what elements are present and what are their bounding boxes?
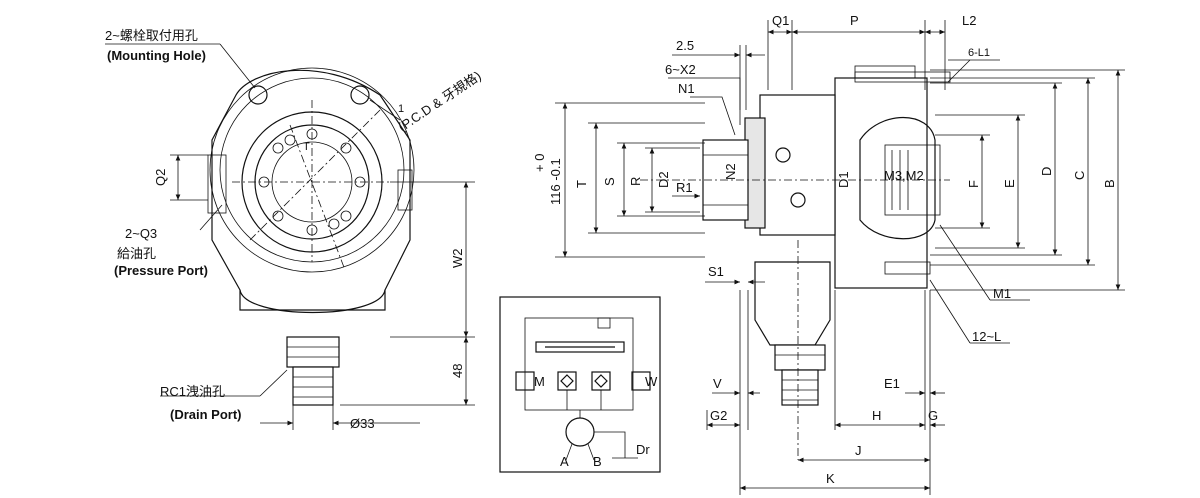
s-label: S [602,177,617,186]
side-view-labels: Q1 P L2 6-L1 2.5 6~X2 N1 N2 + 0 116 -0.1… [532,13,1117,486]
h-label: H [872,408,881,423]
mounting-hole-cn-label: 2~螺栓取付用孔 [105,28,198,43]
t-label: T [574,180,589,188]
pcd-label: (P.C.D & 牙規格) [395,68,483,134]
drain-port-en-label: (Drain Port) [170,407,242,422]
v-label: V [713,376,722,391]
pressure-port-count-label: 2~Q3 [125,226,157,241]
port-b-label: B [593,454,602,469]
tol-lower-label: 116 -0.1 [548,158,563,205]
s1-label: S1 [708,264,724,279]
tol-upper-label: + 0 [532,154,547,172]
circuit-labels: M W A B Dr [534,374,658,469]
k-label: K [826,471,835,486]
dia33-label: Ø33 [350,416,375,431]
front-view [105,43,475,430]
m3-m2-label: M3,M2 [884,168,924,183]
side-view [640,65,951,460]
mounting-hole-en-label: (Mounting Hole) [107,48,206,63]
port-dr-label: Dr [636,442,650,457]
r-label: R [628,177,643,186]
dim-2-5-label: 2.5 [676,38,694,53]
hydraulic-circuit [499,296,661,473]
d-label: D [1039,167,1054,176]
dim-48-label: 48 [450,364,465,378]
d2-label: D2 [656,171,671,188]
n1-label: N1 [678,81,695,96]
pressure-port-cn-label: 給油孔 [117,246,156,261]
p-label: P [850,13,859,28]
w2-label: W2 [450,249,465,269]
f-label: F [966,180,981,188]
q2-label: Q2 [153,169,168,186]
g-label: G [928,408,938,423]
m1-label: M1 [993,286,1011,301]
six-l1-label: 6-L1 [968,47,990,59]
six-x2-label: 6~X2 [665,62,696,77]
b-label: B [1102,179,1117,188]
pressure-port-en-label: (Pressure Port) [114,263,208,278]
twelve-l-label: 12~L [972,329,1001,344]
port-a-label: A [560,454,569,469]
n2-label: N2 [723,163,738,180]
drain-port-cn-label: RC1洩油孔 [160,384,225,399]
dim-1-label: 1 [398,103,404,115]
c-label: C [1072,171,1087,180]
g2-label: G2 [710,408,727,423]
r1-label: R1 [676,180,693,195]
q1-label: Q1 [772,13,789,28]
side-view-dimensions [555,20,1125,495]
valve-w-label: W [645,374,658,389]
l2-label: L2 [962,13,976,28]
e1-label: E1 [884,376,900,391]
valve-m-label: M [534,374,545,389]
d1-label: D1 [836,171,851,188]
center-t-label: T [303,141,310,153]
j-label: J [855,443,862,458]
e-label: E [1002,179,1017,188]
